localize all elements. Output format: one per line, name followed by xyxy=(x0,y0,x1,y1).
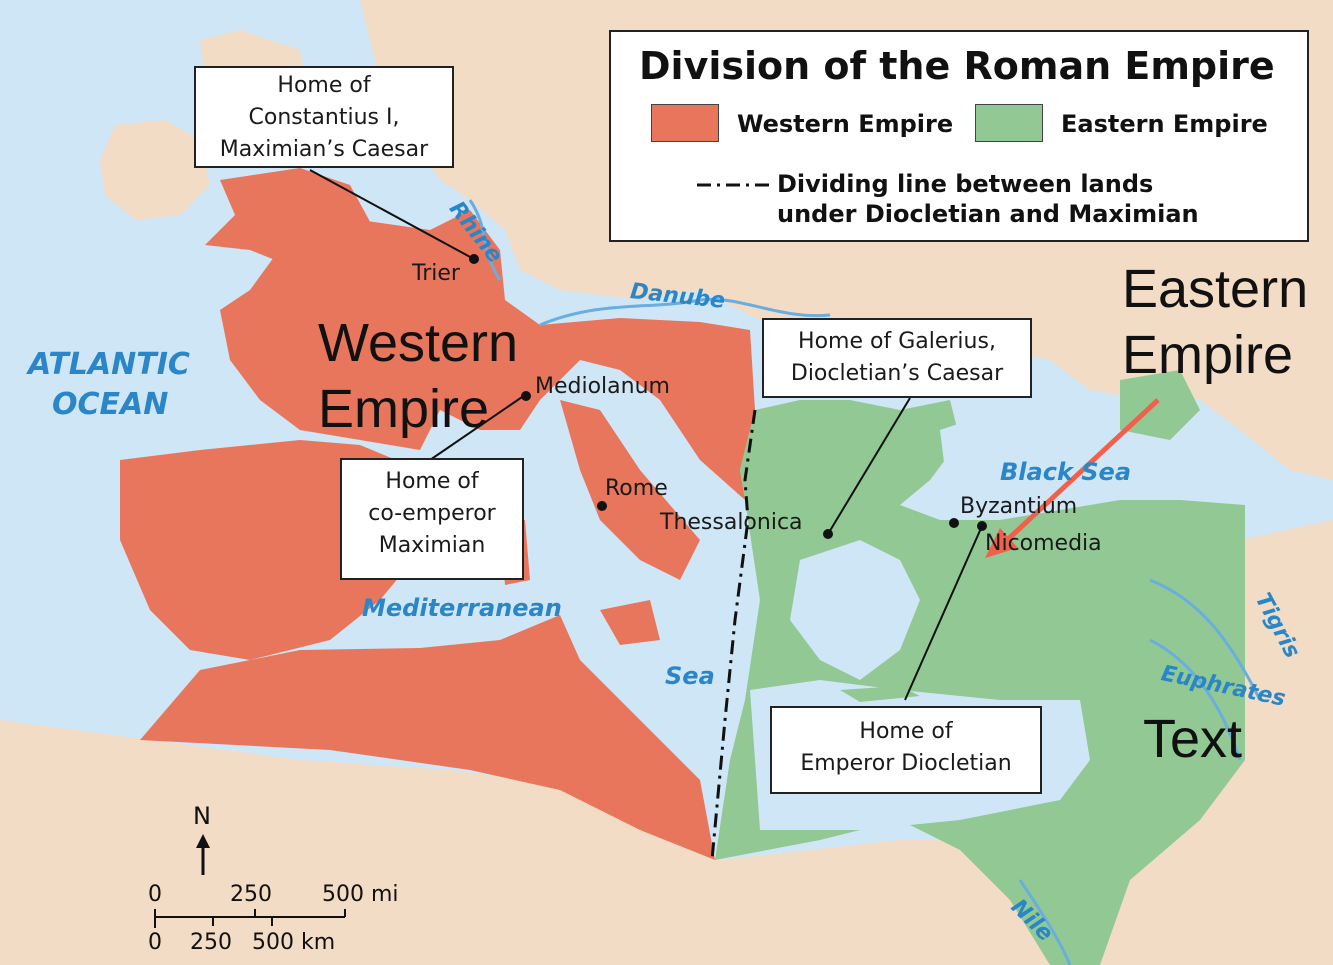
atlantic-label-1: ATLANTIC xyxy=(28,347,190,382)
sea-label: Sea xyxy=(665,662,715,690)
callout-maximian-line3: Maximian xyxy=(378,532,486,558)
callout-maximian-line1: Home of xyxy=(385,469,479,494)
overlay-western-1: Western xyxy=(318,313,519,373)
north-arrow-icon xyxy=(196,834,210,875)
scale-mi-250: 250 xyxy=(230,882,272,907)
eastern-legend-label: Eastern Empire xyxy=(1061,110,1268,138)
aegean-sea xyxy=(790,540,920,680)
callout-galerius: Home of Galerius, Diocletian’s Caesar xyxy=(762,318,1032,398)
land-ireland xyxy=(100,120,210,220)
western-legend-label: Western Empire xyxy=(737,110,954,138)
overlay-eastern-1: Eastern xyxy=(1122,259,1309,319)
city-dots xyxy=(469,254,987,539)
city-rome: Rome xyxy=(605,476,668,501)
divider-legend-swatch xyxy=(697,183,773,187)
callout-constantius-line1: Home of xyxy=(277,73,371,98)
city-byzantium: Byzantium xyxy=(960,494,1078,519)
callout-diocletian: Home of Emperor Diocletian xyxy=(770,706,1042,794)
callout-constantius: Home of Constantius I, Maximian’s Caesar xyxy=(194,66,454,168)
north-label: N xyxy=(193,802,211,830)
callout-galerius-line2: Diocletian’s Caesar xyxy=(790,360,1004,386)
western-swatch xyxy=(651,104,719,142)
scale-mi-0: 0 xyxy=(148,882,162,907)
scale-km-500: 500 km xyxy=(252,930,336,955)
divider-legend-line1: Dividing line between lands xyxy=(777,170,1154,198)
overlay-eastern-2: Empire xyxy=(1122,325,1294,385)
scale-mi-500: 500 mi xyxy=(322,882,399,907)
red-arrow xyxy=(985,398,1160,558)
land-africa xyxy=(0,720,1333,965)
overlay-western-2: Empire xyxy=(318,379,490,439)
city-trier: Trier xyxy=(412,261,460,286)
mediterranean-label: Mediterranean xyxy=(362,594,562,622)
scale-km-250: 250 xyxy=(190,930,232,955)
land-middle-east xyxy=(1100,520,1333,965)
callout-diocletian-line2: Emperor Diocletian xyxy=(800,750,1012,776)
callout-maximian: Home of co-emperor Maximian xyxy=(340,458,524,580)
rivers xyxy=(468,199,1262,965)
overlay-text: Text xyxy=(1143,709,1243,769)
divider-legend-line2: under Diocletian and Maximian xyxy=(777,200,1199,228)
callout-constantius-line3: Maximian’s Caesar xyxy=(219,136,429,162)
city-nicomedia: Nicomedia xyxy=(985,531,1102,556)
city-mediolanum: Mediolanum xyxy=(535,374,670,399)
black-sea xyxy=(940,410,1150,500)
scale-km-0: 0 xyxy=(148,930,162,955)
eastern-swatch xyxy=(975,104,1043,142)
black-sea-label: Black Sea xyxy=(1000,458,1132,486)
callout-leaders xyxy=(309,169,983,701)
legend-title: Division of the Roman Empire xyxy=(639,44,1275,88)
scale-bar xyxy=(154,909,346,928)
legend: Division of the Roman Empire Western Emp… xyxy=(609,30,1309,242)
callout-diocletian-line1: Home of xyxy=(859,719,953,744)
callout-maximian-line2: co-emperor xyxy=(368,500,496,526)
crete-island xyxy=(840,686,920,702)
atlantic-label-2: OCEAN xyxy=(52,387,169,422)
dividing-line xyxy=(710,409,757,861)
callout-constantius-line2: Constantius I, xyxy=(248,104,400,130)
callout-galerius-line1: Home of Galerius, xyxy=(798,329,996,354)
city-thessalonica: Thessalonica xyxy=(660,510,803,535)
